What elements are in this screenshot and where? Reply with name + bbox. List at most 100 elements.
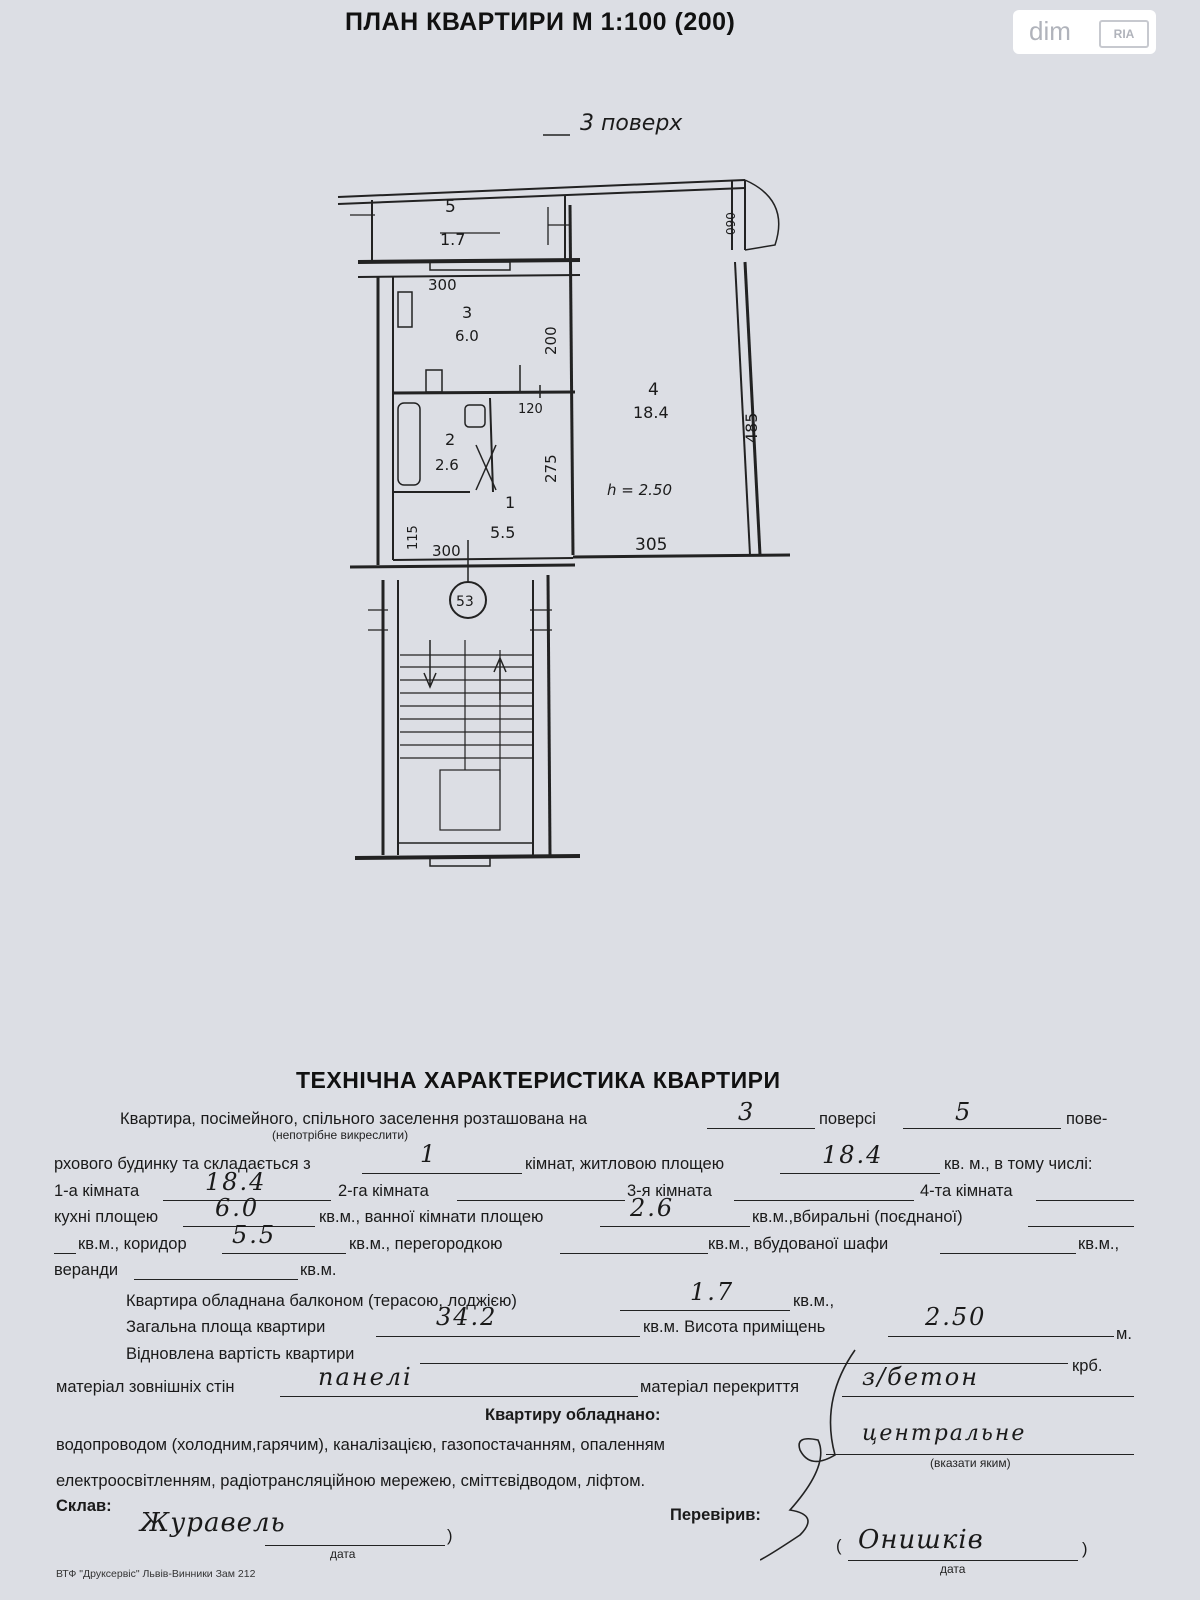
kitchen-value: 6.0 xyxy=(215,1194,260,1222)
dim-090: 090 xyxy=(724,212,738,235)
floor-value: 3 xyxy=(738,1098,756,1126)
room2-field-line xyxy=(457,1200,625,1201)
ceiling-height-note: h = 2.50 xyxy=(607,481,672,499)
compiled-paren: ) xyxy=(447,1527,453,1545)
wardrobe-unit: кв.м., xyxy=(1078,1235,1120,1253)
veranda-label: веранди xyxy=(54,1261,119,1279)
utilities-label: водопроводом (холодним,гарячим), каналіз… xyxy=(56,1436,666,1454)
wc-field-line xyxy=(1028,1226,1134,1227)
checked-date-line xyxy=(848,1560,1078,1561)
corridor-label: кв.м., коридор xyxy=(78,1235,187,1253)
ceiling-field-line xyxy=(842,1396,1134,1397)
spec-line1-suffix: пове- xyxy=(1066,1110,1108,1128)
wc-value-line xyxy=(54,1253,76,1254)
room-2-number: 2 xyxy=(445,430,455,449)
room-5-number: 5 xyxy=(445,197,456,217)
partition-label: кв.м., перегородкою xyxy=(349,1235,503,1253)
spec-line2-mid: кімнат, житловою площею xyxy=(525,1155,725,1173)
room-3-number: 3 xyxy=(462,303,472,322)
room-3-area: 6.0 xyxy=(455,327,479,345)
corridor-field-line xyxy=(222,1253,346,1254)
compiled-date-label: дата xyxy=(330,1547,356,1561)
veranda-field-line xyxy=(134,1279,298,1280)
electric-line: електроосвітленням, радіотрансляційною м… xyxy=(56,1472,646,1490)
room4-label: 4-та кімната xyxy=(920,1182,1013,1200)
rooms-field-line xyxy=(362,1173,522,1174)
balcony-unit: кв.м., xyxy=(793,1292,835,1310)
floor-field-line xyxy=(707,1128,815,1129)
total-area-value: 34.2 xyxy=(436,1303,498,1331)
bath-field-line xyxy=(600,1226,750,1227)
kitchen-field-line xyxy=(183,1226,315,1227)
apartment-number: 53 xyxy=(456,594,474,610)
watermark-ria-logo: RIA xyxy=(1099,20,1149,48)
bath-label: кв.м., ванної кімнати площею xyxy=(319,1208,544,1226)
footer-printer: ВТФ "Друксервіс" Львів-Винники Зам 212 xyxy=(56,1568,256,1580)
room2-label: 2-га кімната xyxy=(338,1182,429,1200)
dim-115: 115 xyxy=(406,525,421,550)
total-area-field-line xyxy=(376,1336,640,1337)
bath-value: 2.6 xyxy=(630,1194,675,1222)
ceiling-value: з/бетон xyxy=(862,1363,980,1391)
watermark-text: dim xyxy=(1029,16,1071,46)
dim-200: 200 xyxy=(542,326,560,355)
checked-paren-close: ) xyxy=(1082,1540,1088,1558)
wc-label: кв.м.,вбиральні (поєднаної) xyxy=(752,1208,963,1226)
checked-label: Перевірив: xyxy=(670,1506,761,1524)
heating-field-line xyxy=(826,1454,1134,1455)
spec-title: ТЕХНІЧНА ХАРАКТЕРИСТИКА КВАРТИРИ xyxy=(296,1067,781,1093)
heating-value: центральне xyxy=(862,1421,1027,1446)
spec-line1-note: (непотрібне викреслити) xyxy=(272,1128,409,1142)
compiled-label: Склав: xyxy=(56,1497,112,1515)
checked-paren-open: ( xyxy=(836,1537,842,1555)
rooms-value: 1 xyxy=(420,1140,438,1168)
room3-field-line xyxy=(734,1200,914,1201)
watermark-badge: dim RIA xyxy=(1013,10,1156,54)
floors-field-line xyxy=(903,1128,1061,1129)
cost-label: Відновлена вартість квартири xyxy=(126,1345,355,1363)
room-2-area: 2.6 xyxy=(435,456,459,474)
room-4-area: 18.4 xyxy=(633,403,669,422)
dim-300-top: 300 xyxy=(428,276,457,294)
spec-line2-prefix: рхового будинку та складається з xyxy=(54,1155,311,1173)
wardrobe-field-line xyxy=(940,1253,1076,1254)
corridor-value: 5.5 xyxy=(232,1221,277,1249)
room1-label: 1-а кімната xyxy=(54,1182,140,1200)
balcony-field-line xyxy=(620,1310,790,1311)
spec-line2-suffix: кв. м., в тому числі: xyxy=(944,1155,1093,1173)
spec-line1-prefix: Квартира, посімейного, спільного заселен… xyxy=(120,1110,588,1128)
checked-date-label: дата xyxy=(940,1562,966,1576)
height-label: кв.м. Висота приміщень xyxy=(643,1318,826,1336)
ceiling-label: матеріал перекриття xyxy=(640,1378,800,1396)
heating-note: (вказати яким) xyxy=(930,1456,1011,1470)
checked-signature: Онишків xyxy=(858,1525,984,1555)
total-area-label: Загальна площа квартири xyxy=(126,1318,326,1336)
room3-label: 3-я кімната xyxy=(627,1182,712,1200)
living-area-value: 18.4 xyxy=(822,1141,884,1169)
floors-value: 5 xyxy=(955,1098,973,1126)
room1-value: 18.4 xyxy=(205,1168,267,1196)
kitchen-label: кухні площею xyxy=(54,1208,159,1226)
floor-plan-drawing: 3 поверх 5 1.7 3 6.0 4 18.4 2 2.6 1 5.5 … xyxy=(337,111,791,867)
living-field-line xyxy=(780,1173,940,1174)
room-1-area: 5.5 xyxy=(490,523,515,542)
dim-300-bottom: 300 xyxy=(432,542,461,560)
dim-275: 275 xyxy=(542,454,560,483)
room1-field-line xyxy=(163,1200,331,1201)
compiled-date-line xyxy=(265,1545,445,1546)
room-5-area: 1.7 xyxy=(440,230,465,249)
cost-field-line xyxy=(420,1363,1068,1364)
dim-120: 120 xyxy=(518,402,543,417)
equipped-heading: Квартиру обладнано: xyxy=(485,1406,661,1424)
room-4-number: 4 xyxy=(648,380,659,400)
wardrobe-label: кв.м., вбудованої шафи xyxy=(708,1235,889,1253)
dim-305: 305 xyxy=(635,535,667,555)
room-1-number: 1 xyxy=(505,493,515,512)
cost-unit: крб. xyxy=(1072,1357,1103,1375)
veranda-unit: кв.м. xyxy=(300,1261,337,1279)
height-value: 2.50 xyxy=(925,1303,987,1331)
dim-485: 485 xyxy=(742,412,761,443)
compiled-signature: Журавель xyxy=(140,1508,286,1538)
walls-field-line xyxy=(280,1396,638,1397)
